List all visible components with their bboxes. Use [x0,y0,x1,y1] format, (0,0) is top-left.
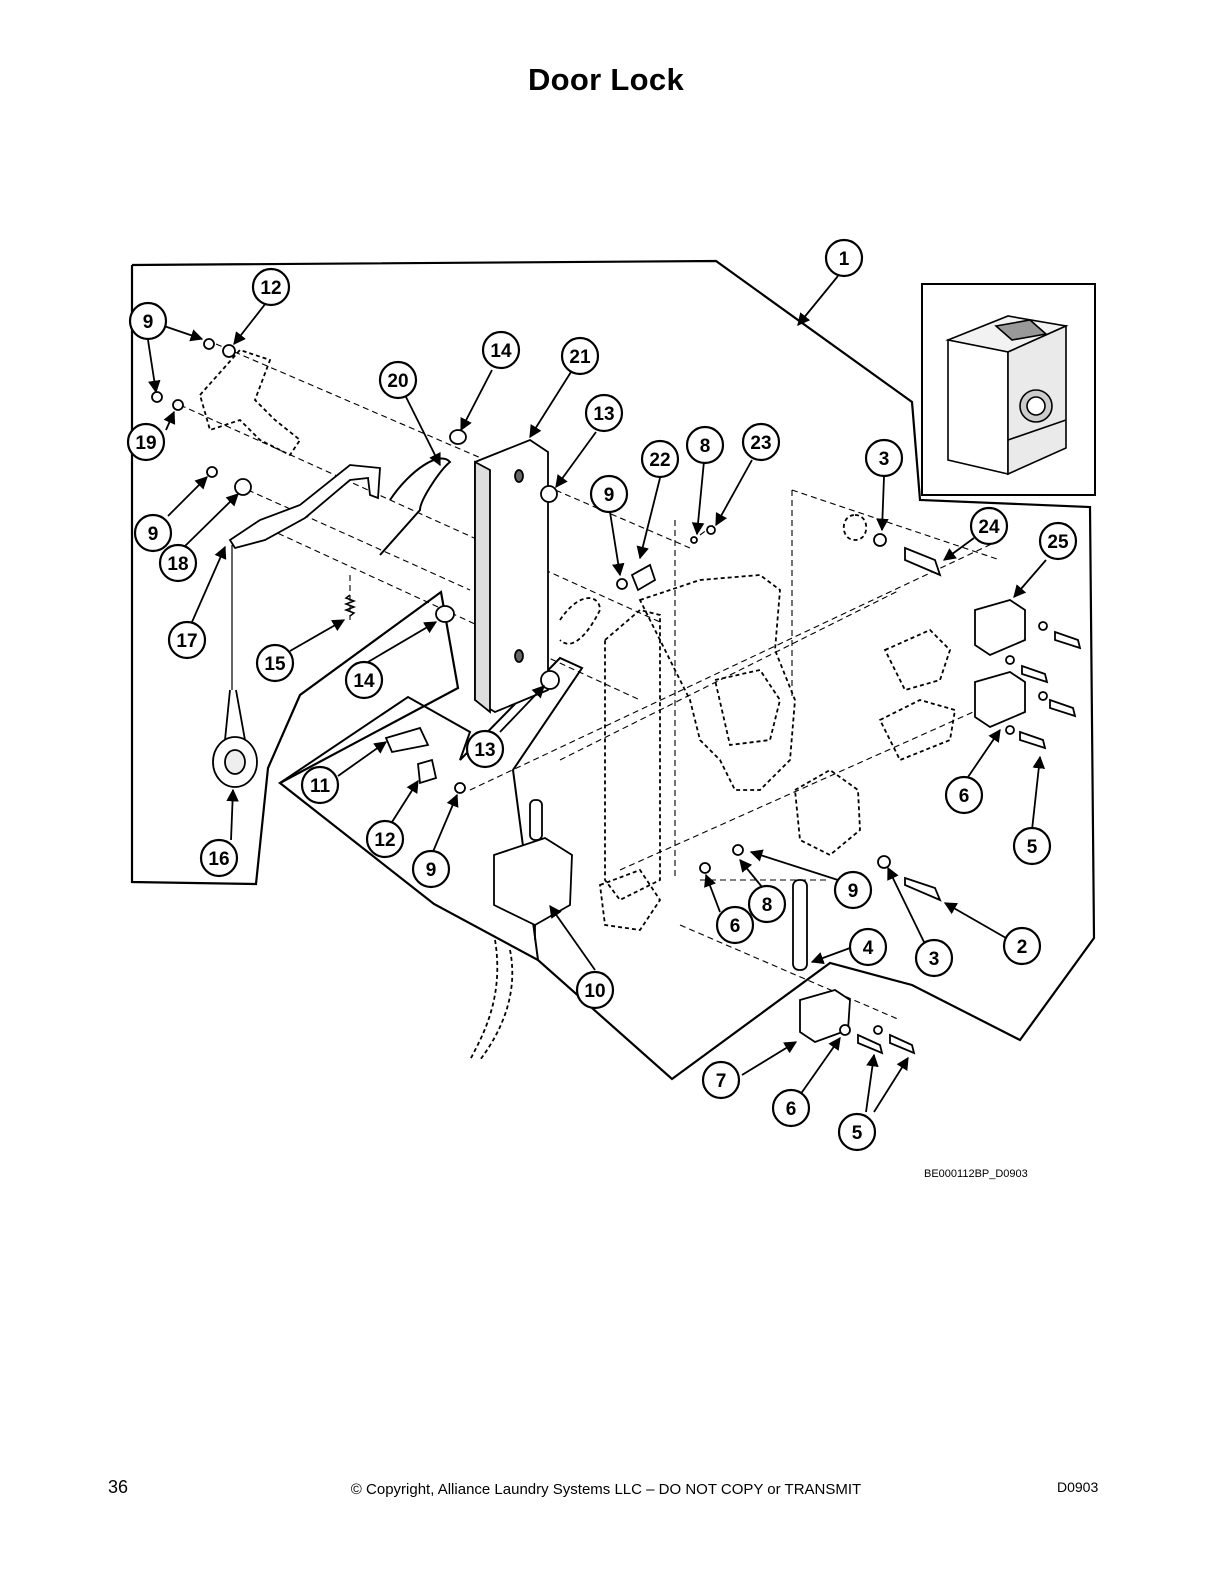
svg-text:9: 9 [604,485,615,506]
svg-text:4: 4 [863,938,874,959]
inset-frame [921,283,1096,496]
callout-2: 2 [1002,926,1042,966]
callout-20: 20 [378,360,418,400]
assembly-outline [130,259,1096,1081]
svg-text:13: 13 [593,404,614,425]
svg-text:13: 13 [474,740,495,761]
callout-8: 8 [685,425,725,465]
svg-text:6: 6 [730,916,741,937]
callout-9: 9 [128,301,168,341]
svg-text:14: 14 [490,341,512,362]
callout-9: 9 [589,474,629,514]
svg-text:9: 9 [426,860,437,881]
svg-text:3: 3 [929,949,940,970]
callout-25: 25 [1038,521,1078,561]
callout-6: 6 [771,1088,811,1128]
callout-5: 5 [1012,826,1052,866]
svg-text:8: 8 [700,436,711,457]
document-code: D0903 [1057,1479,1099,1495]
callout-9: 9 [133,513,173,553]
callout-6: 6 [944,775,984,815]
part-10-solenoid [493,837,573,927]
leader-lines [147,275,1047,1113]
diagram-reference-code: BE000112BP_D0903 [924,1168,1028,1180]
machine-inset-drawing [945,315,1069,476]
svg-text:1: 1 [839,249,850,270]
callout-8: 8 [747,884,787,924]
svg-text:3: 3 [879,449,890,470]
svg-text:8: 8 [762,895,773,916]
svg-text:16: 16 [208,849,229,870]
svg-text:25: 25 [1047,532,1069,553]
callout-3: 3 [914,938,954,978]
callout-4: 4 [848,927,888,967]
svg-text:12: 12 [374,830,395,851]
callout-13: 13 [584,393,624,433]
callout-5: 5 [837,1112,877,1152]
callout-13: 13 [465,729,505,769]
callout-9: 9 [0,0,5,5]
callout-15: 15 [255,643,295,683]
svg-text:9: 9 [143,312,154,333]
callout-17: 17 [167,620,207,660]
svg-text:17: 17 [176,631,197,652]
svg-text:7: 7 [716,1071,727,1092]
callout-11: 11 [300,765,340,805]
svg-text:9: 9 [148,524,159,545]
callout-3: 3 [864,438,904,478]
callout-1: 1 [824,238,864,278]
outline-group [130,259,1096,1081]
part-17-lever [228,464,381,550]
callout-14: 14 [344,660,384,700]
callout-23: 23 [741,422,781,462]
svg-text:20: 20 [387,371,408,392]
svg-text:21: 21 [569,347,591,368]
part-drawings [151,338,1082,1055]
part-25-switch [974,599,1026,657]
page-title: Door Lock [528,62,684,97]
callout-24: 24 [969,506,1009,546]
callout-14: 14 [481,330,521,370]
svg-text:5: 5 [1027,837,1038,858]
callout-12: 12 [365,819,405,859]
svg-text:9: 9 [848,881,859,902]
svg-text:6: 6 [786,1099,797,1120]
svg-text:14: 14 [353,671,375,692]
svg-text:2: 2 [1017,937,1028,958]
svg-text:19: 19 [135,433,156,454]
svg-text:6: 6 [959,786,970,807]
page-number: 36 [108,1477,129,1497]
callout-22: 22 [640,439,680,479]
svg-text:18: 18 [167,554,188,575]
svg-text:23: 23 [750,433,771,454]
callout-9: 9 [833,870,873,910]
callouts: 1 2 3 3 4 5 5 6 6 6 7 8 8 9 9 9 9 9 9 10… [0,0,1078,1152]
callout-9: 9 [411,849,451,889]
callout-18: 18 [158,543,198,583]
subassembly-outline [279,656,584,961]
svg-text:24: 24 [978,517,1000,538]
callout-10: 10 [575,970,615,1010]
svg-text:11: 11 [310,776,331,797]
callout-19: 19 [126,422,166,462]
part-4-pin [792,879,808,971]
callout-7: 7 [701,1060,741,1100]
copyright-notice: © Copyright, Alliance Laundry Systems LL… [350,1481,862,1498]
svg-text:22: 22 [649,450,670,471]
svg-text:15: 15 [264,654,286,675]
callout-6: 6 [715,905,755,945]
callout-12: 12 [251,267,291,307]
svg-text:5: 5 [852,1123,863,1144]
callout-21: 21 [560,336,600,376]
callout-16: 16 [199,838,239,878]
hidden-parts [198,348,957,1061]
svg-text:12: 12 [260,278,281,299]
svg-text:10: 10 [584,981,605,1002]
